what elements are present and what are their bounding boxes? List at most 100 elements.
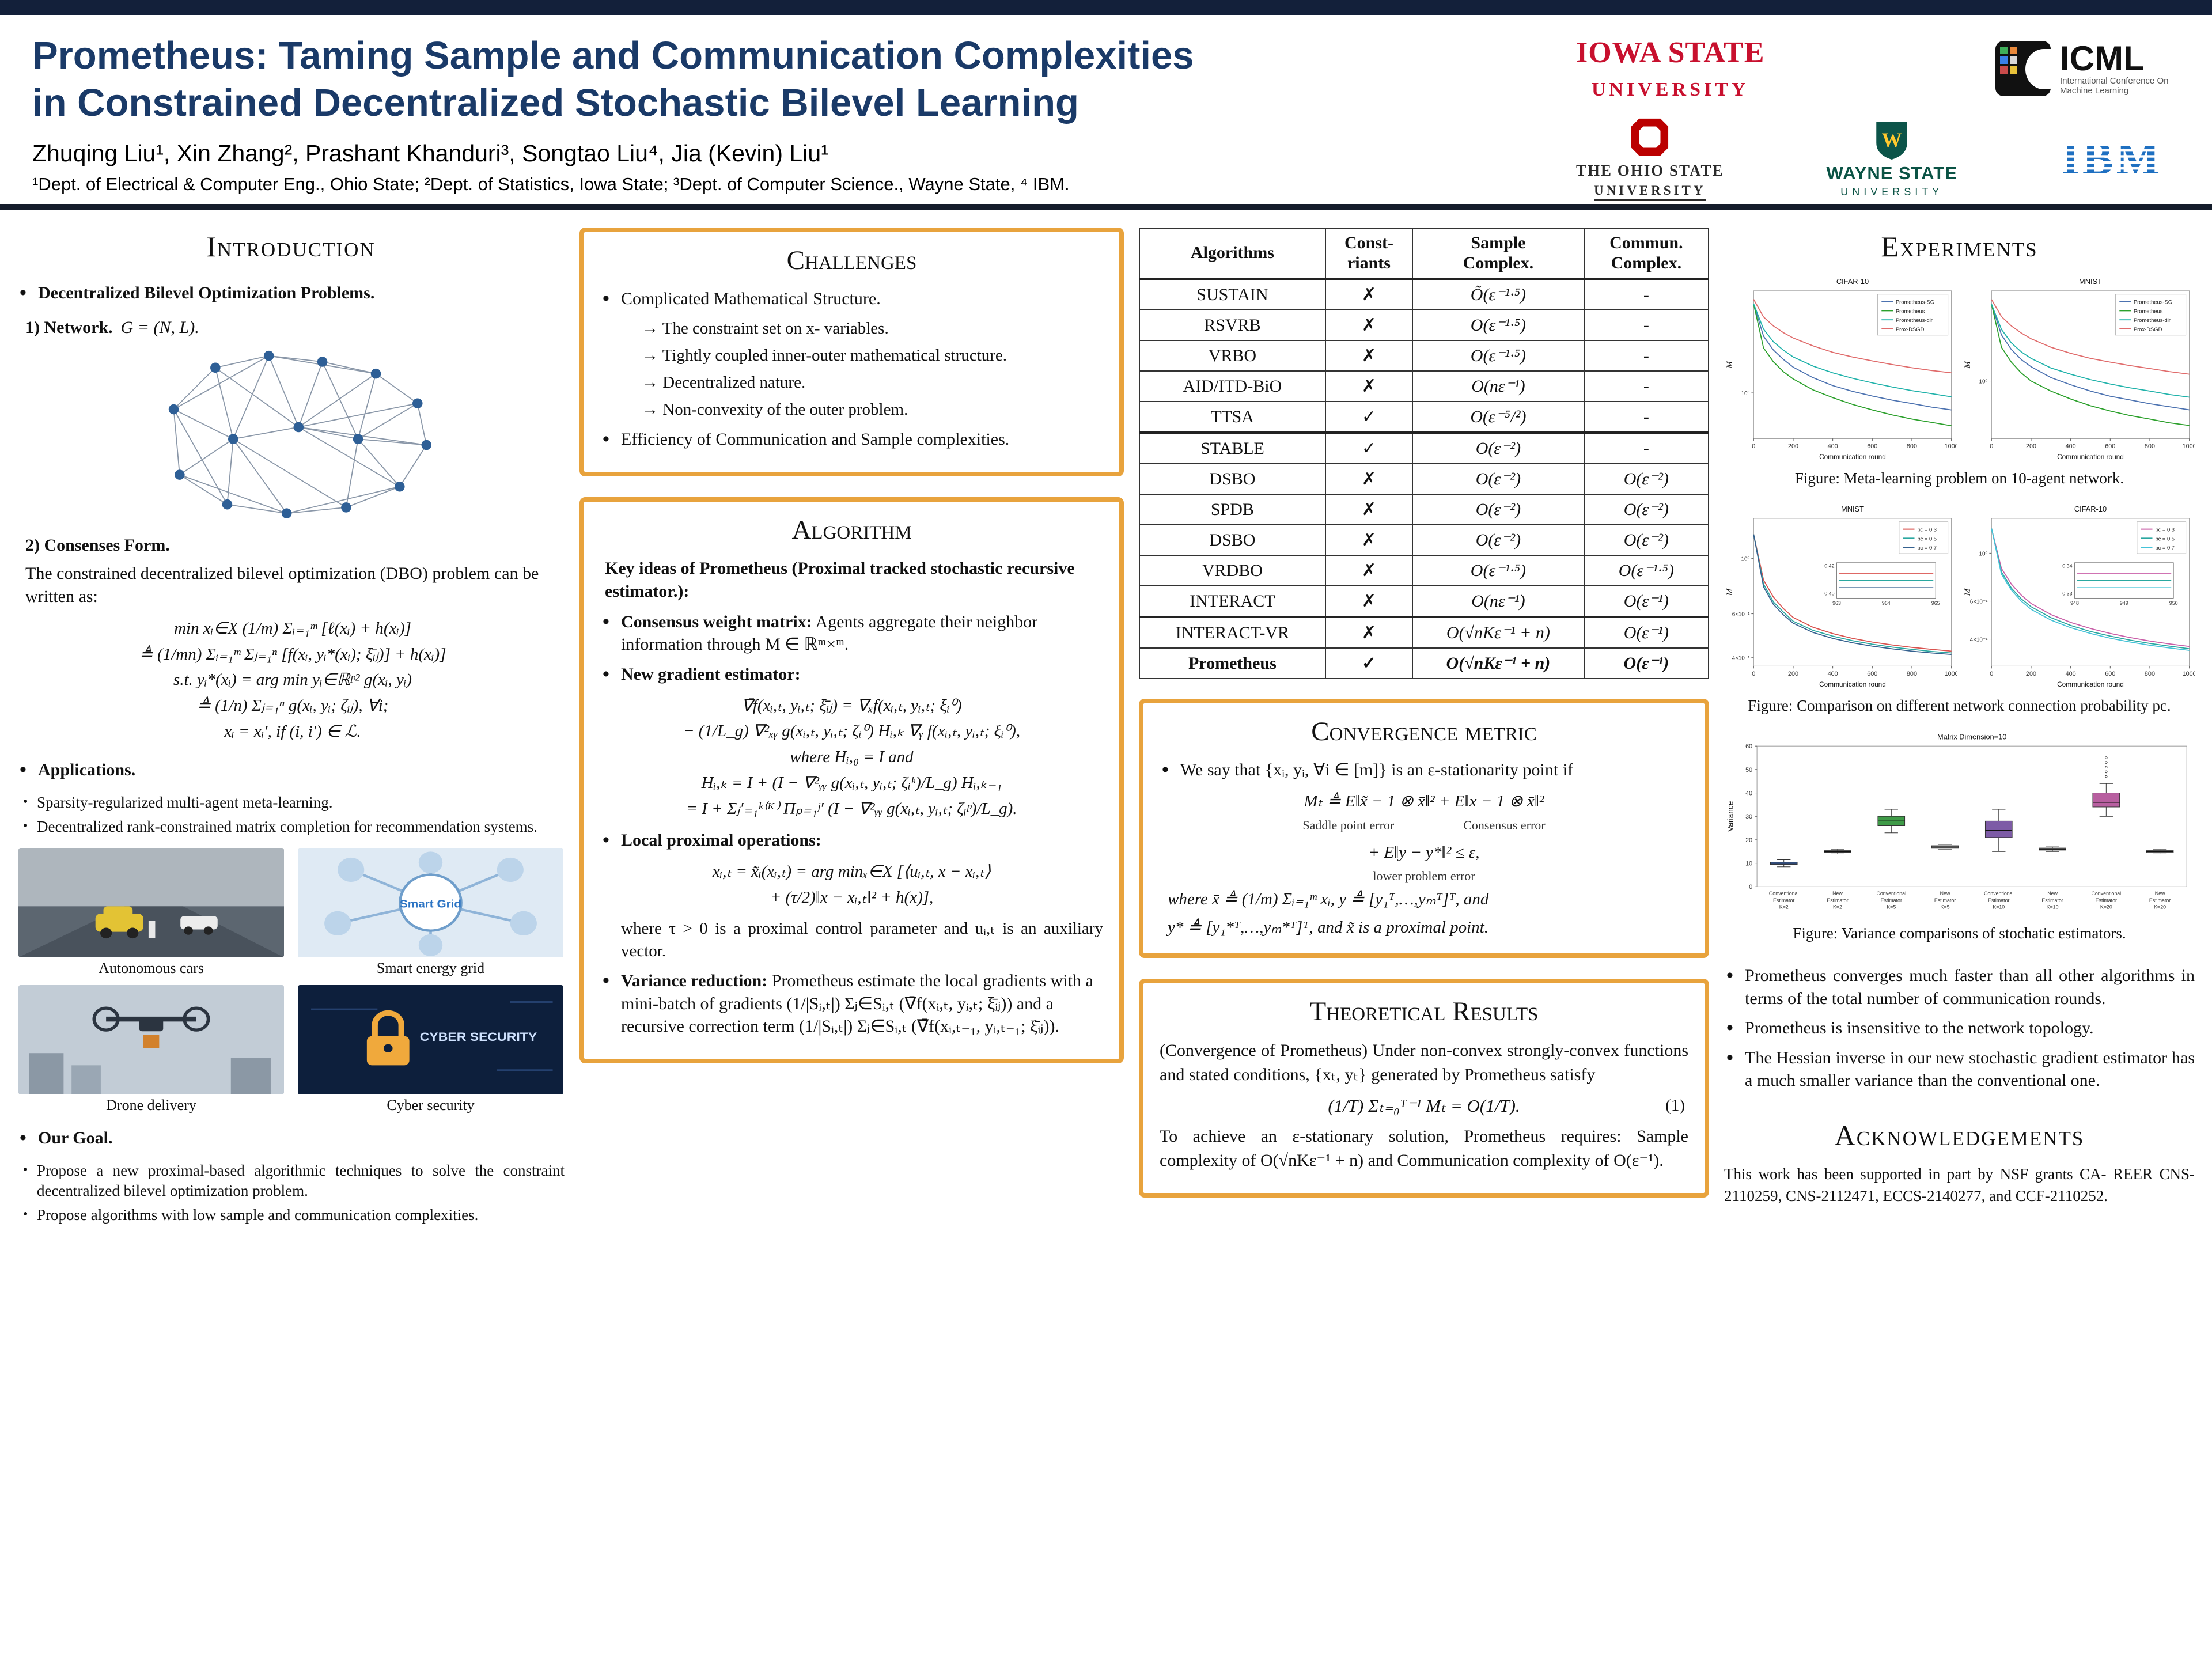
cell-algorithm-name: DSBO <box>1139 524 1326 556</box>
svg-text:Estimator: Estimator <box>2149 897 2171 903</box>
algorithm-box: Algorithm Key ideas of Prometheus (Proxi… <box>579 497 1124 1063</box>
cell-commun-complexity: - <box>1583 340 1710 372</box>
svg-text:New: New <box>1832 891 1843 896</box>
svg-text:Estimator: Estimator <box>2096 897 2117 903</box>
cell-constraint: ✗ <box>1324 309 1414 341</box>
experiments-heading: Experiments <box>1881 230 2038 263</box>
network-label: 1) Network.G = (N, L). <box>21 316 565 340</box>
svg-text:pc = 0.5: pc = 0.5 <box>1917 536 1937 541</box>
svg-text:10⁰: 10⁰ <box>1741 556 1749 563</box>
cell-sample-complexity: O(nε⁻¹) <box>1412 370 1585 402</box>
svg-text:Conventional: Conventional <box>1876 891 1906 896</box>
svg-text:4×10⁻¹: 4×10⁻¹ <box>1732 656 1750 662</box>
svg-text:Communication round: Communication round <box>2057 453 2124 461</box>
autonomous-cars-image <box>18 848 284 958</box>
svg-text:6×10⁻¹: 6×10⁻¹ <box>1732 612 1750 618</box>
poster-header: Prometheus: Taming Sample and Communicat… <box>0 15 2212 204</box>
gradient-estimator-bullet: New gradient estimator: <box>600 662 1103 687</box>
svg-text:0: 0 <box>1749 884 1752 891</box>
divider-rule <box>0 204 2212 210</box>
acknowledgements-text: This work has been supported in part by … <box>1724 1165 2195 1205</box>
cell-sample-complexity: O(√nKε⁻¹ + n) <box>1412 616 1585 649</box>
network-block: 1) Network.G = (N, L). 2) Consenses Form… <box>17 312 565 752</box>
cyber-security-tile: CYBER SECURITY Cyber security <box>298 985 563 1114</box>
cell-constraint: ✗ <box>1324 524 1414 556</box>
table-row: SUSTAIN ✗ Õ(ε⁻¹·⁵) - <box>1139 278 1710 310</box>
svg-text:New: New <box>1940 891 1950 896</box>
ibm-text: IBM <box>2062 134 2163 183</box>
svg-text:10⁰: 10⁰ <box>1979 378 1987 385</box>
goal-bullet: Our Goal. <box>17 1126 565 1151</box>
header-text-block: Prometheus: Taming Sample and Communicat… <box>32 32 1576 195</box>
table-row: INTERACT-VR ✗ O(√nKε⁻¹ + n) O(ε⁻¹) <box>1139 616 1710 649</box>
svg-text:Prometheus-dir: Prometheus-dir <box>1896 317 1933 323</box>
icml-face-icon <box>2025 48 2051 89</box>
network-graph-figure <box>97 344 488 528</box>
top-bar <box>0 0 2212 15</box>
svg-text:60: 60 <box>1745 743 1752 750</box>
cell-sample-complexity: Õ(ε⁻¹·⁵) <box>1412 278 1585 310</box>
metric-formula-1: Mₜ ≜ E‖x̃ − 1 ⊗ x̄‖² + E‖x − 1 ⊗ x̄‖² <box>1304 791 1544 810</box>
svg-text:949: 949 <box>2119 600 2128 606</box>
col-header-constraints: Const- riants <box>1324 228 1414 280</box>
experiment-findings-list: Prometheus converges much faster than al… <box>1724 957 2195 1099</box>
applications-list: Sparsity-regularized multi-agent meta-le… <box>17 789 565 841</box>
svg-text:Matrix Dimension=10: Matrix Dimension=10 <box>1937 732 2006 741</box>
svg-text:963: 963 <box>1832 600 1841 606</box>
header-line: Complex. <box>1463 253 1534 272</box>
consensus-weight-bullet: Consensus weight matrix: Agents aggregat… <box>600 609 1103 656</box>
svg-text:400: 400 <box>2065 671 2075 677</box>
icml-logo: ICML International Conference On Machine… <box>1995 40 2187 96</box>
formula-line: + (τ/2)‖x − xᵢ,ₜ‖² + h(x)], <box>770 888 934 907</box>
svg-text:1000: 1000 <box>2182 671 2195 677</box>
svg-text:CIFAR-10: CIFAR-10 <box>1836 277 1869 286</box>
formula-line: − (1/L_g) ∇²ₓᵧ g(xᵢ,ₜ, yᵢ,ₜ; ζᵢ⁰) Hᵢ,ₖ ∇… <box>683 722 1021 741</box>
challenge-arrow-list: → The constraint set on x- variables.→ T… <box>600 317 1103 422</box>
authors-line: Zhuqing Liu¹, Xin Zhang², Prashant Khand… <box>32 140 829 167</box>
svg-text:MNIST: MNIST <box>2079 277 2102 286</box>
formula-line: s.t. yᵢ*(xᵢ) = arg min yᵢ∈ℝᵖ² g(xᵢ, yᵢ) <box>173 671 412 690</box>
consensus-form-text: The constrained decentralized bilevel op… <box>25 563 539 607</box>
cell-commun-complexity: - <box>1583 432 1710 464</box>
svg-text:965: 965 <box>1931 600 1940 606</box>
variance-reduction-lead: Variance reduction: <box>621 971 768 990</box>
cell-algorithm-name: VRBO <box>1139 340 1326 372</box>
svg-text:10: 10 <box>1745 861 1752 868</box>
svg-text:40: 40 <box>1745 790 1752 797</box>
tile-caption: Cyber security <box>387 1097 475 1114</box>
logo-row-top: IOWA STATE UNIVERSITY ICML <box>1576 36 2187 101</box>
svg-text:K=2: K=2 <box>1779 904 1789 910</box>
wayne-state-logo: W WAYNE STATE UNIVERSITY <box>1827 119 1957 198</box>
formula-line: ≜ (1/n) Σⱼ₌₁ⁿ g(xᵢ, yᵢ; ζᵢⱼ), ∀i; <box>196 696 389 715</box>
consensus-form-lead: 2) Consenses Form. <box>25 536 170 555</box>
table-row: VRBO ✗ O(ε⁻¹·⁵) - <box>1139 340 1710 372</box>
svg-text:964: 964 <box>1882 600 1891 606</box>
svg-text:600: 600 <box>1867 671 1877 677</box>
svg-text:pc = 0.7: pc = 0.7 <box>2155 545 2175 551</box>
cell-commun-complexity: O(ε⁻¹) <box>1583 647 1710 679</box>
cell-algorithm-name: Prometheus <box>1139 647 1326 679</box>
cell-constraint: ✗ <box>1324 494 1414 525</box>
svg-text:MNIST: MNIST <box>1841 505 1864 513</box>
formula-line: Hᵢ,ₖ = I + (I − ∇²ᵧᵧ g(xᵢ,ₜ, yᵢ,ₜ; ζᵢᵏ)/… <box>701 774 1002 793</box>
svg-text:K=20: K=20 <box>2154 904 2166 910</box>
logo-cluster: IOWA STATE UNIVERSITY ICML <box>1576 32 2187 201</box>
problems-bullet: Decentralized Bilevel Optimization Probl… <box>17 281 565 306</box>
svg-text:New: New <box>2047 891 2058 896</box>
svg-text:950: 950 <box>2169 600 2177 606</box>
icml-mark-icon <box>1995 40 2051 96</box>
proximal-bullet: Local proximal operations: <box>600 828 1103 853</box>
svg-text:400: 400 <box>1828 443 1838 450</box>
svg-text:800: 800 <box>2144 443 2154 450</box>
application-item: Decentralized rank-constrained matrix co… <box>17 817 565 837</box>
header-line: Const- <box>1344 233 1393 252</box>
goal-item: Propose algorithms with low sample and c… <box>17 1205 565 1225</box>
convergence-metric-box: Convergence metric We say that {xᵢ, yᵢ, … <box>1139 699 1709 958</box>
iowa-state-wordmark: IOWA STATE <box>1576 36 1765 69</box>
table-row: TTSA ✓ O(ε⁻⁵/²) - <box>1139 401 1710 434</box>
cell-constraint: ✗ <box>1324 616 1414 649</box>
table-row: Prometheus ✓ O(√nKε⁻¹ + n) O(ε⁻¹) <box>1139 647 1710 679</box>
